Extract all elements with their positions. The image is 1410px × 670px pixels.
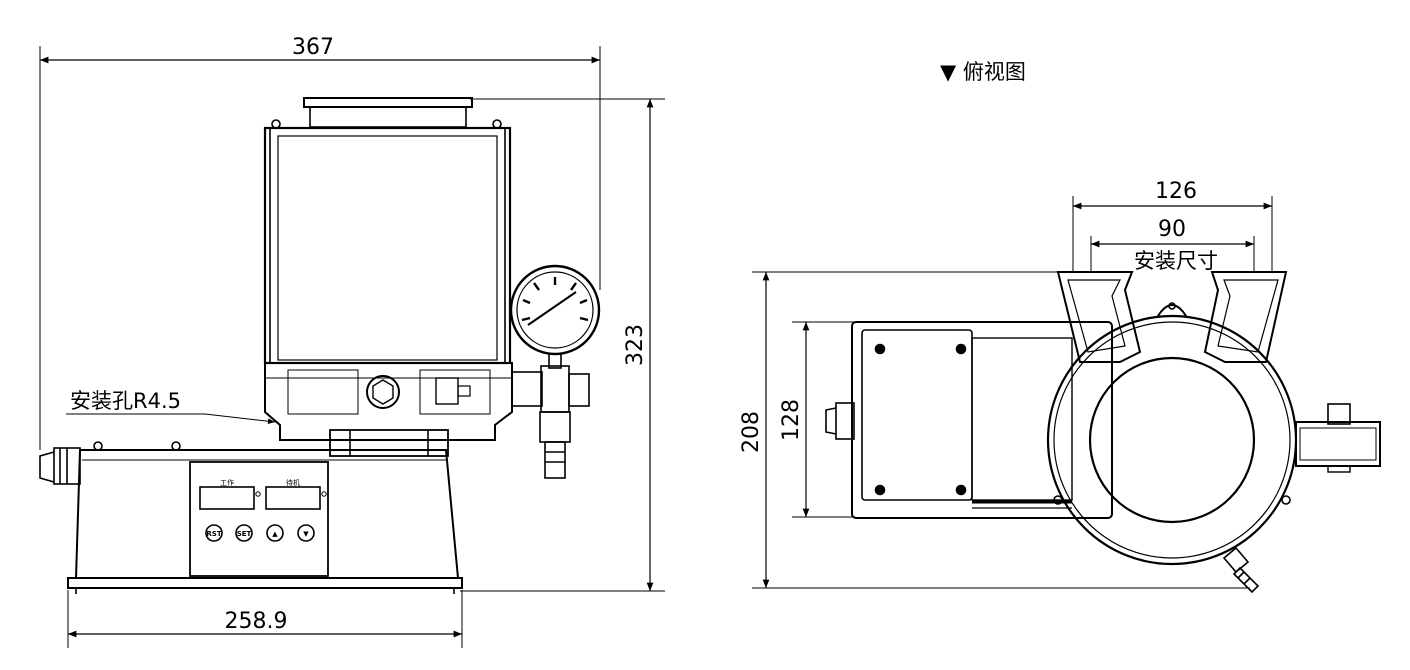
dim-width-outer xyxy=(1072,196,1273,272)
top-view xyxy=(752,196,1381,594)
dim-height-total xyxy=(460,98,665,592)
left-bracket xyxy=(1056,271,1142,363)
mount-hole-label: 安装孔R4.5 xyxy=(70,389,181,413)
dim-width-mount xyxy=(1090,236,1255,272)
reservoir-round-outline xyxy=(1046,314,1298,566)
set-button[interactable] xyxy=(235,524,253,542)
dim-width-total-label: 367 xyxy=(292,35,334,60)
dim-height-body-label: 128 xyxy=(779,399,804,441)
standby-display xyxy=(265,486,321,510)
dim-width-outer-label: 126 xyxy=(1155,179,1197,204)
control-base xyxy=(74,449,460,579)
top-outlet-fitting xyxy=(1295,403,1381,473)
dim-base-width-label: 258.9 xyxy=(225,609,288,634)
reservoir-opening xyxy=(1088,356,1256,524)
rst-button[interactable] xyxy=(205,524,223,542)
front-view xyxy=(39,46,665,648)
dim-base-width xyxy=(67,590,463,648)
reservoir-lid xyxy=(303,97,473,108)
top-grease-nozzle xyxy=(1222,546,1260,594)
reservoir-tank xyxy=(263,126,512,365)
top-base-plate xyxy=(851,321,1113,519)
top-cable-gland xyxy=(825,402,855,440)
down-button-label: ▼ xyxy=(303,530,309,538)
fill-port-icon xyxy=(366,375,400,409)
panel-work-label: 工作 xyxy=(220,478,234,487)
pressure-gauge-icon xyxy=(509,264,601,369)
set-button-label: SET xyxy=(237,530,252,538)
down-button[interactable] xyxy=(297,524,315,542)
reservoir-neck xyxy=(309,106,467,128)
dim-height-total-top xyxy=(752,271,1250,589)
right-bracket xyxy=(1203,271,1288,363)
control-panel xyxy=(189,461,329,577)
top-control-cover xyxy=(861,329,973,501)
rst-button-label: RST xyxy=(206,530,221,538)
dim-height-total-label: 323 xyxy=(623,324,648,366)
dim-height-body xyxy=(792,321,855,518)
cable-gland xyxy=(39,447,81,485)
dim-height-total-top-label: 208 xyxy=(739,411,764,453)
up-button-label: ▲ xyxy=(272,530,278,538)
mount-size-label: 安装尺寸 xyxy=(1134,249,1218,273)
top-view-title: ▼ 俯视图 xyxy=(940,60,1026,84)
panel-standby-label: 待机 xyxy=(286,478,300,487)
dim-width-total xyxy=(39,46,601,450)
work-display xyxy=(199,486,255,510)
dim-width-mount-label: 90 xyxy=(1158,217,1186,242)
up-button[interactable] xyxy=(266,524,284,542)
